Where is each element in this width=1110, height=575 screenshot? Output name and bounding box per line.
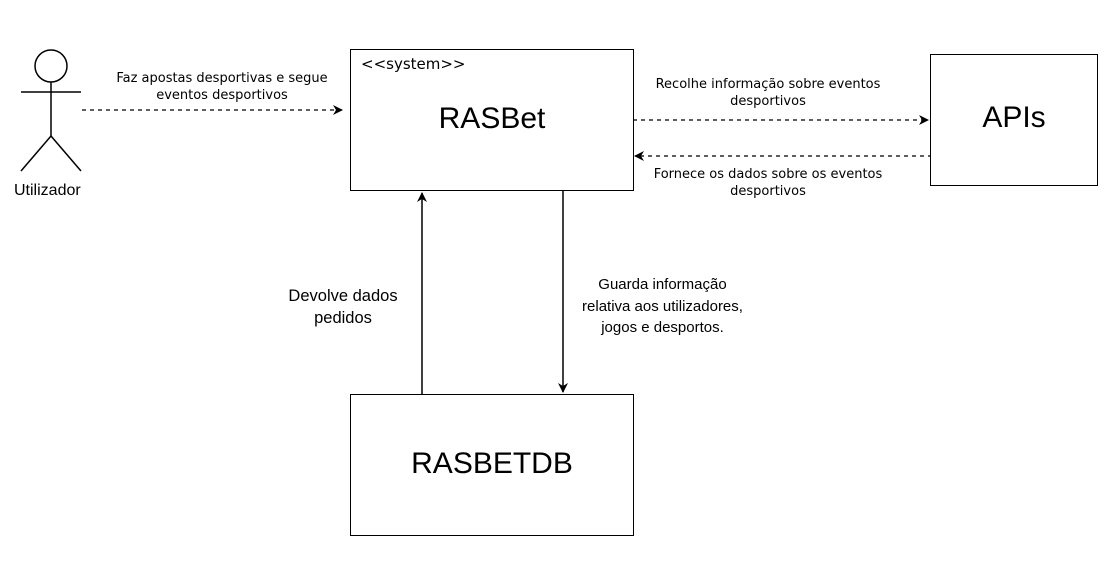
label-db-to-system: Devolve dados pedidos [268,285,418,329]
label-system-to-apis-line1: Recolhe informação sobre eventos [655,77,881,92]
system-name: RASBet [438,102,546,135]
label-apis-to-system-line2: desportivos [730,184,806,199]
label-apis-to-system-line1: Fornece os dados sobre os eventos [653,167,883,182]
label-apis-to-system: Fornece os dados sobre os eventos despor… [632,166,904,200]
label-system-to-db: Guarda informação relativa aos utilizado… [560,274,765,339]
system-stereotype: <<system>> [361,55,466,73]
label-actor-to-system-line2: eventos desportivos [156,88,288,103]
label-system-to-apis: Recolhe informação sobre eventos desport… [636,76,900,110]
actor-label: Utilizador [14,182,81,199]
label-actor-to-system-line1: Faz apostas desportivas e segue [116,71,328,86]
label-system-to-db-line2: relativa aos utilizadores, [582,297,743,315]
label-system-to-db-line3: jogos e desportos. [601,319,724,336]
label-system-to-apis-line2: desportivos [730,94,806,109]
actor-left-leg [20,135,52,172]
label-actor-to-system: Faz apostas desportivas e segue eventos … [102,70,342,104]
label-system-to-db-line1: Guarda informação [598,276,727,293]
apis-box[interactable]: APIs [930,54,1098,186]
label-db-to-system-line1: Devolve dados [288,287,398,305]
actor-head [34,49,68,83]
database-box[interactable]: RASBETDB [350,394,634,536]
label-db-to-system-line2: pedidos [314,309,372,327]
actor-right-leg [50,135,82,172]
apis-name: APIs [982,101,1046,134]
system-box[interactable]: <<system>> RASBet [350,49,634,191]
actor-figure [20,49,82,172]
database-name: RASBETDB [411,447,573,480]
